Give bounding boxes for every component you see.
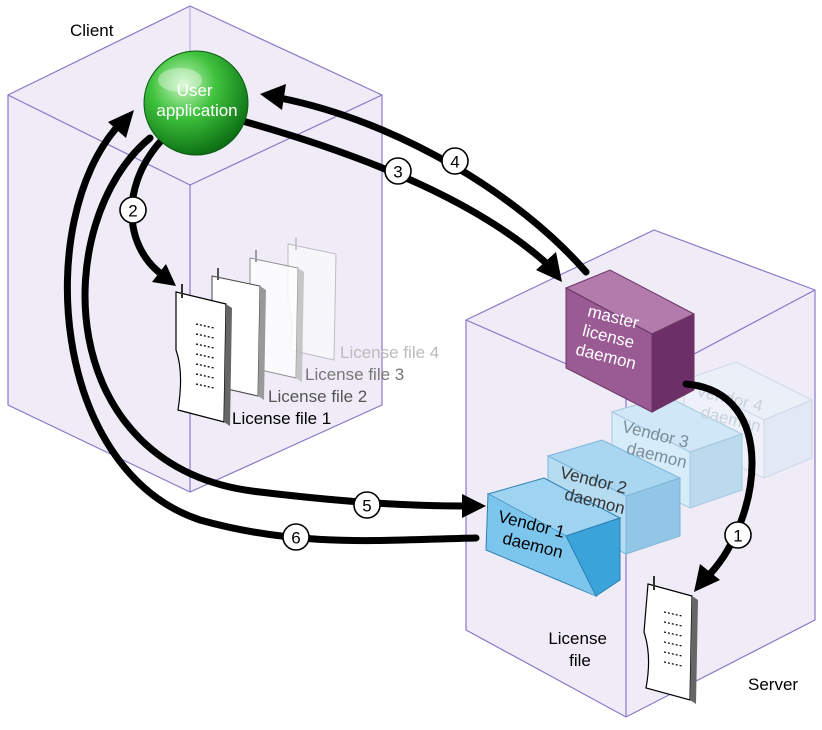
server-license-file-doc (643, 576, 698, 704)
step-3-label: 3 (393, 163, 402, 182)
license-file-4-label: License file 4 (340, 343, 439, 362)
step-6-label: 6 (291, 529, 300, 548)
arrow-step-6 (63, 122, 480, 545)
license-file-3-label: License file 3 (305, 365, 404, 384)
arrow-step-1 (682, 380, 756, 578)
arrow-head-step-1 (694, 564, 720, 592)
step-badge-5: 5 (353, 491, 381, 519)
arrow-step-5 (81, 134, 468, 510)
step-5-label: 5 (362, 497, 371, 516)
step-4-label: 4 (450, 153, 459, 172)
license-file-2-label: License file 2 (268, 387, 367, 406)
server-label: Server (748, 675, 798, 694)
step-badge-4: 4 (441, 147, 469, 175)
step-2-label: 2 (128, 202, 137, 221)
client-label: Client (70, 21, 114, 40)
arrow-head-step-4 (260, 84, 286, 110)
user-app-line2: application (156, 101, 237, 120)
step-badge-1: 1 (724, 521, 752, 549)
svg-text:master license daemon: master license daemon (574, 301, 648, 373)
step-badge-2: 2 (119, 196, 147, 224)
user-application-node (143, 50, 249, 156)
license-file-1-doc (175, 284, 232, 426)
step-1-label: 1 (733, 527, 742, 546)
vendor-1-daemon-box (485, 477, 622, 597)
svg-text:User application: User application (156, 81, 237, 120)
arrow-step-3 (242, 118, 549, 266)
license-file-1-label: License file 1 (232, 409, 331, 428)
arrow-head-step-6 (108, 110, 134, 138)
arrow-head-step-3 (536, 252, 562, 282)
server-license-file-line2: file (569, 651, 591, 670)
step-badge-6: 6 (282, 523, 310, 551)
master-license-daemon-box (564, 269, 696, 413)
step-badge-3: 3 (384, 157, 412, 185)
arrow-head-step-2 (152, 264, 176, 286)
arrow-head-step-5 (462, 494, 486, 518)
server-license-file-line1: License (548, 629, 607, 648)
user-app-line1: User (177, 81, 213, 100)
svg-text:License file: License file (548, 629, 611, 670)
